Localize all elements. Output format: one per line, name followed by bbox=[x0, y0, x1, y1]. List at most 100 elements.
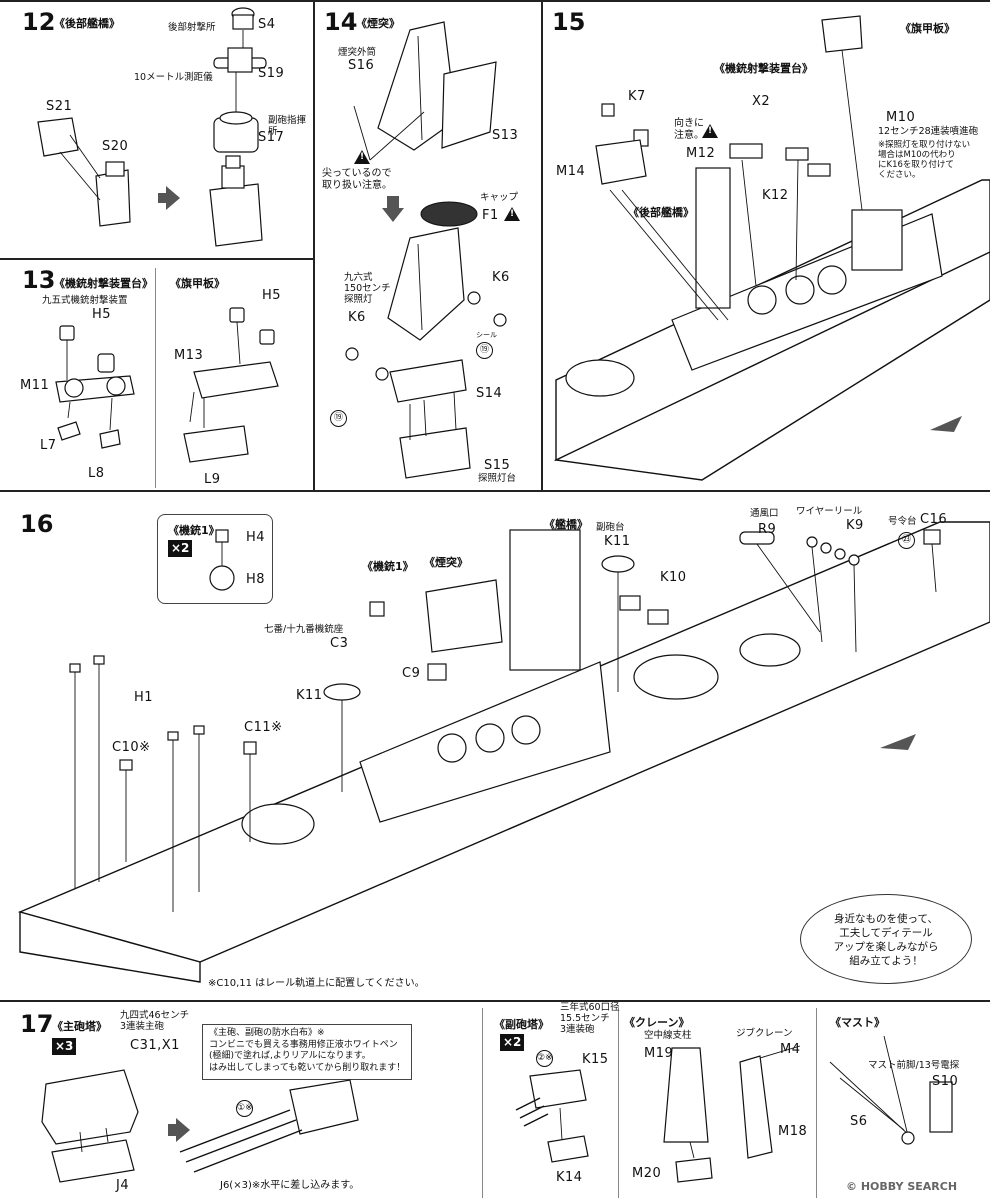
label-kankyo: 《艦橋》 bbox=[544, 518, 588, 531]
label-k6b: K6 bbox=[492, 270, 510, 285]
label-m20: M20 bbox=[632, 1166, 662, 1181]
step-13-panel: 13 《機銃射撃装置台》 《旗甲板》 九五式機銃射撃装置 H5 M11 L7 L… bbox=[0, 258, 313, 490]
part-k11b bbox=[601, 555, 635, 573]
step-title-2: 《旗甲板》 bbox=[170, 277, 225, 290]
multiplier: ×3 bbox=[52, 1038, 77, 1055]
label-s4: S4 bbox=[258, 17, 276, 32]
part-s20 bbox=[95, 169, 131, 227]
label-s6: S6 bbox=[850, 1114, 868, 1129]
part-m13 bbox=[193, 361, 279, 399]
step-title: 《煙突》 bbox=[356, 17, 400, 30]
label-fukuhoudai-sub: 副砲台 bbox=[596, 522, 625, 533]
arrow-right bbox=[176, 1118, 190, 1142]
label-m11: M11 bbox=[20, 378, 50, 393]
divider-17c bbox=[816, 1008, 817, 1198]
label-s10-sub: マスト前脚/13号電探 bbox=[868, 1060, 960, 1071]
divider-12-14 bbox=[313, 0, 315, 490]
hull-bow-side bbox=[19, 911, 201, 983]
section-title-a: 《機銃射撃装置台》 bbox=[714, 62, 813, 75]
seal-19: ⑲ bbox=[330, 410, 347, 427]
step-14-panel: 14 《煙突》 煙突外筒 S16 S13 尖っているので 取り扱い注意。 キャッ… bbox=[314, 0, 541, 490]
label-m14: M14 bbox=[556, 164, 586, 179]
turret-upper-c31 bbox=[41, 1069, 139, 1145]
label-m19: M19 bbox=[644, 1046, 674, 1061]
seal-1: ①※ bbox=[236, 1100, 253, 1117]
seal-19: ⑲ bbox=[476, 342, 493, 359]
frame-top bbox=[0, 0, 990, 2]
label-h1: H1 bbox=[134, 690, 154, 705]
label-main-gun-sub: 九四式46センチ 3連装主砲 bbox=[120, 1010, 190, 1032]
label-m12-note: 向きに 注意。 bbox=[674, 118, 704, 141]
label-s17-sub: 副砲指揮所 bbox=[268, 115, 307, 137]
part-s10 bbox=[929, 1081, 953, 1133]
label-j4: J4 bbox=[116, 1178, 130, 1193]
step-number: 13 bbox=[22, 266, 56, 294]
part-k10 bbox=[619, 595, 641, 611]
bridge-tower bbox=[509, 529, 581, 671]
label-l7: L7 bbox=[40, 438, 57, 453]
part-c9 bbox=[427, 663, 447, 681]
arrow-direction bbox=[930, 416, 962, 432]
label-m10: M10 bbox=[886, 110, 916, 125]
label-s15: S15 bbox=[484, 458, 511, 473]
label-k10: K10 bbox=[660, 570, 687, 585]
label-gou-sub: 号令台 bbox=[888, 516, 917, 527]
label-kiju: 《機銃1》 bbox=[362, 560, 414, 573]
part-k11a bbox=[323, 683, 361, 701]
label-h5a-sub: 九五式機銃射撃装置 bbox=[42, 295, 128, 306]
part-m20 bbox=[675, 1157, 713, 1183]
section-title-b: 《旗甲板》 bbox=[900, 22, 955, 35]
label-c11: C11※ bbox=[244, 720, 283, 735]
warning-icon bbox=[702, 124, 718, 138]
part-c10 bbox=[119, 759, 133, 771]
label-s16-sub: 煙突外筒 bbox=[338, 47, 377, 58]
step-13-drawing bbox=[55, 307, 279, 463]
label-m10-note: ※探照灯を取り付けない 場合はM10の代わり にK16を取り付けて ください。 bbox=[878, 140, 971, 180]
label-c3: C3 bbox=[330, 636, 349, 651]
part-k6a bbox=[345, 347, 359, 361]
label-l9: L9 bbox=[204, 472, 221, 487]
label-s19: S19 bbox=[258, 66, 285, 81]
label-m18: M18 bbox=[778, 1124, 808, 1139]
divider-12-13 bbox=[0, 258, 313, 260]
step-number: 17 bbox=[20, 1010, 54, 1038]
arrow-right bbox=[166, 186, 180, 210]
part-l9 bbox=[183, 425, 249, 463]
step-number: 15 bbox=[552, 8, 586, 36]
part-k9 bbox=[806, 536, 818, 548]
label-m10-sub: 12センチ28連装噴進砲 bbox=[878, 126, 979, 137]
label-k11b: K11 bbox=[296, 688, 323, 703]
part-f1-cap bbox=[420, 201, 478, 227]
label-k7: K7 bbox=[628, 89, 646, 104]
part-l8 bbox=[99, 429, 121, 449]
label-seal-sub: シール bbox=[476, 331, 497, 339]
label-k6a: K6 bbox=[348, 310, 366, 325]
turret-assembled bbox=[289, 1079, 359, 1135]
part-s16 bbox=[377, 21, 457, 151]
warning-icon bbox=[354, 150, 370, 164]
label-s13: S13 bbox=[492, 128, 519, 143]
label-s4-sub: 後部射撃所 bbox=[168, 22, 216, 33]
part-m18 bbox=[739, 1055, 773, 1159]
label-h5b: H5 bbox=[262, 288, 282, 303]
label-wire-sub: ワイヤーリール bbox=[796, 506, 863, 517]
label-secondary-sub: 三年式60口径 15.5センチ 3連装砲 bbox=[560, 1002, 620, 1035]
assembled-funnel bbox=[387, 227, 465, 341]
part-h1 bbox=[69, 663, 81, 673]
turret-ring bbox=[739, 633, 801, 667]
part-m14 bbox=[595, 139, 647, 185]
part-c16 bbox=[923, 529, 941, 545]
section-title-crane: 《クレーン》 bbox=[624, 1016, 690, 1029]
label-m13: M13 bbox=[174, 348, 204, 363]
inset-multiplier: ×2 bbox=[168, 540, 193, 557]
label-s17: S17 bbox=[258, 130, 285, 145]
footnote: ※C10,11 はレール軌道上に配置してください。 bbox=[208, 978, 425, 989]
part-s21 bbox=[37, 117, 79, 157]
step-14-drawing bbox=[345, 21, 507, 479]
part-k7 bbox=[601, 103, 615, 117]
label-s19-sub: 10メートル測距儀 bbox=[134, 72, 213, 83]
label-l8: L8 bbox=[88, 466, 105, 481]
divider-14-15 bbox=[541, 0, 543, 490]
label-c10: C10※ bbox=[112, 740, 151, 755]
divider-row1-row2 bbox=[0, 490, 990, 492]
